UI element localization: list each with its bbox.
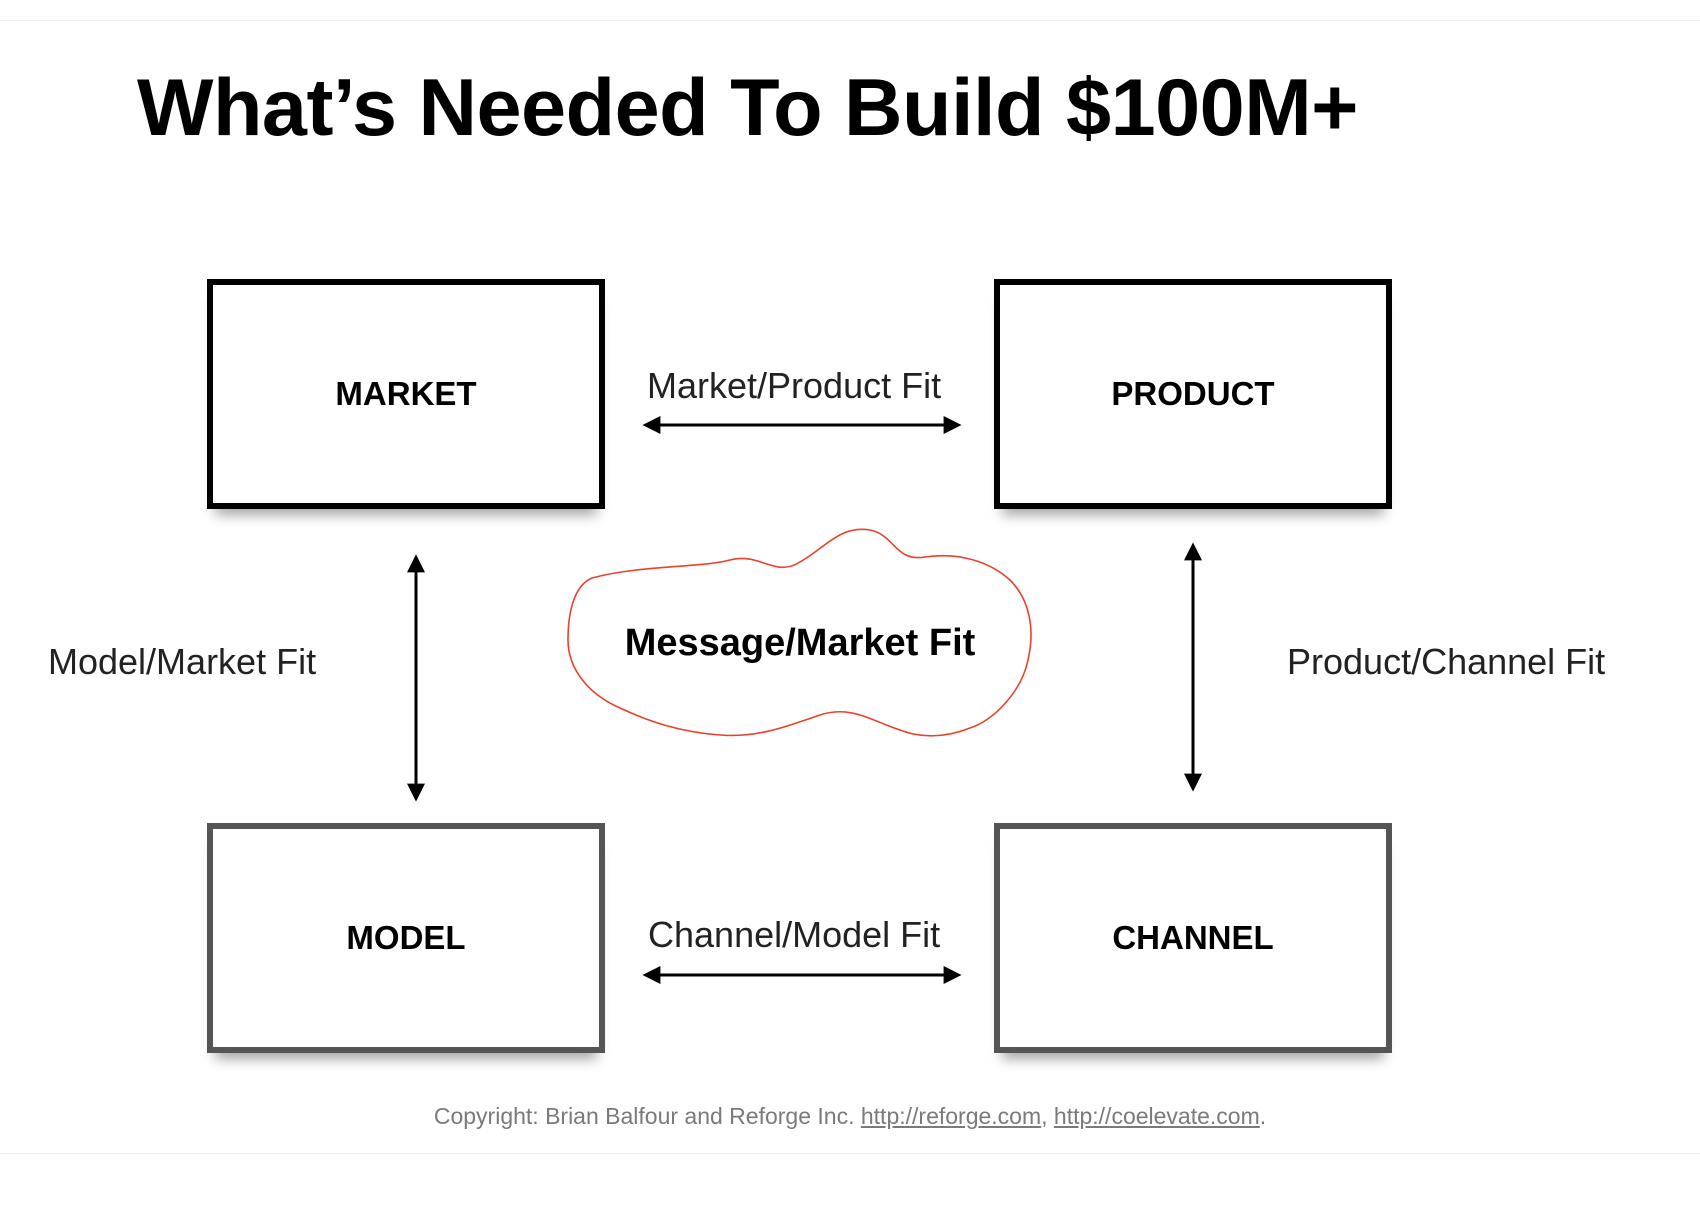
market-box: MARKET [207,279,605,509]
model-label: MODEL [346,919,466,956]
channel-label: CHANNEL [1112,919,1274,956]
copyright-footer: Copyright: Brian Balfour and Reforge Inc… [0,1103,1700,1130]
model-market-fit-label: Model/Market Fit [48,641,317,682]
product-label: PRODUCT [1111,375,1275,412]
message-market-cloud [567,528,1032,737]
footer-suffix: . [1259,1103,1267,1129]
channel-model-fit-label: Channel/Model Fit [648,914,941,955]
footer-separator: , [1041,1103,1054,1129]
market-label: MARKET [335,375,477,412]
page-title: What’s Needed To Build $100M+ [137,63,1359,153]
coelevate-link[interactable]: http://coelevate.com [1053,1103,1260,1129]
market-product-fit-label: Market/Product Fit [647,365,942,406]
product-channel-fit-label: Product/Channel Fit [1287,641,1606,682]
message-market-fit-label: Message/Market Fit [624,622,976,664]
model-box: MODEL [207,823,605,1053]
channel-box: CHANNEL [994,823,1392,1053]
reforge-link[interactable]: http://reforge.com [860,1103,1042,1129]
product-box: PRODUCT [994,279,1392,509]
copyright-text: Copyright: Brian Balfour and Reforge Inc… [433,1103,861,1129]
